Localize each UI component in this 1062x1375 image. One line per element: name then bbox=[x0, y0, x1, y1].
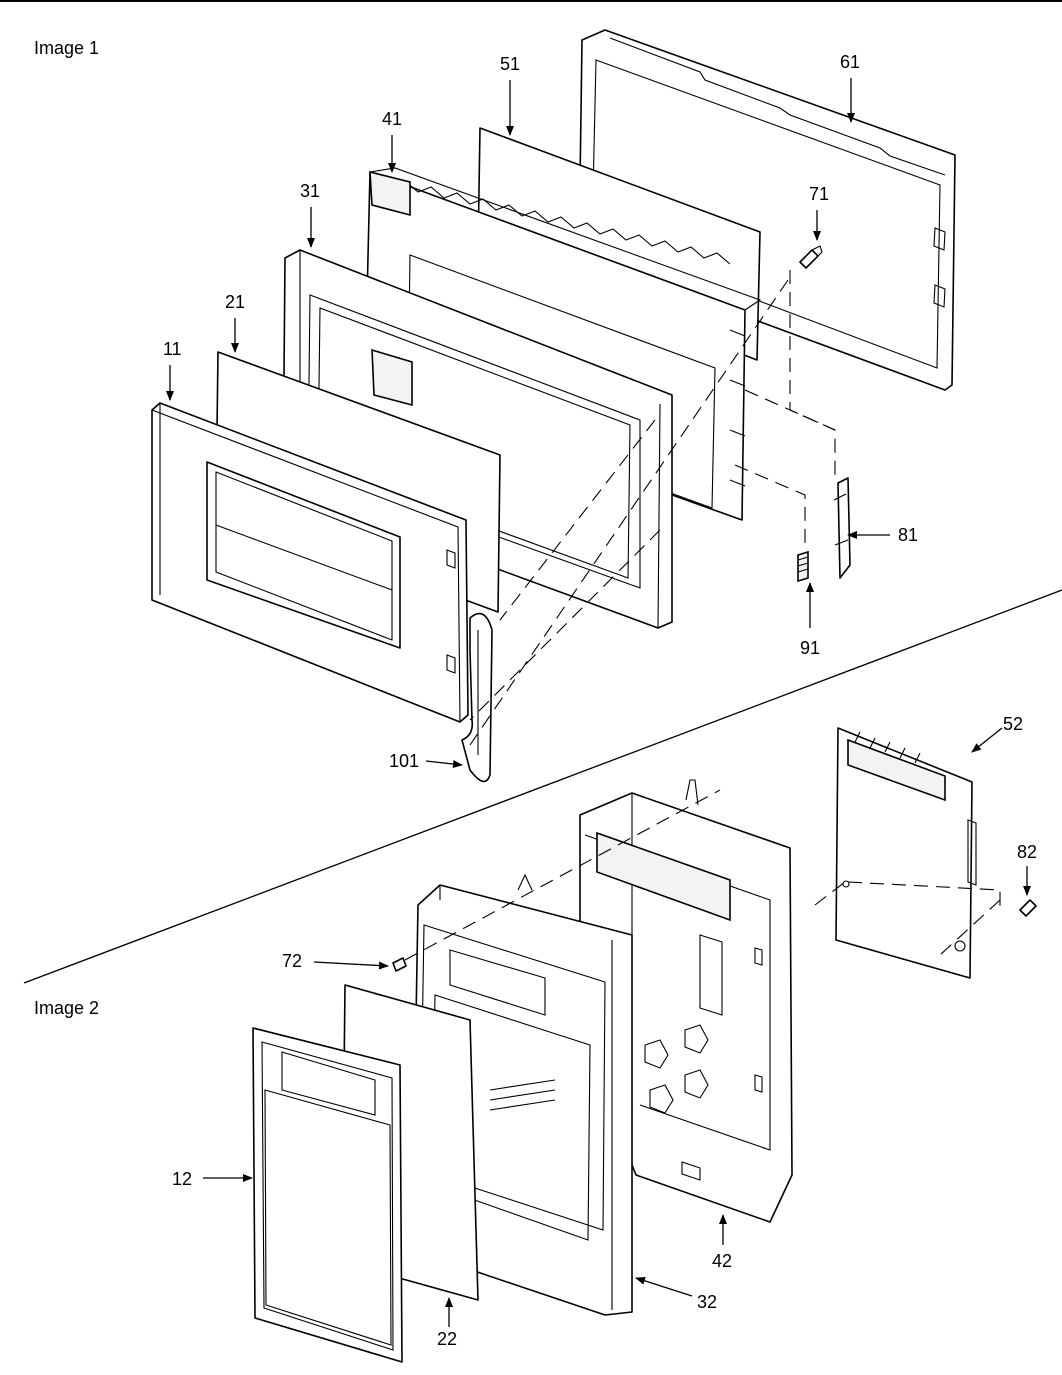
label-41: 41 bbox=[382, 109, 402, 129]
callouts: 11 21 31 41 51 61 71 81 91 101 52 82 72 … bbox=[163, 52, 1037, 1349]
image1-label: Image 1 bbox=[34, 38, 99, 58]
label-42: 42 bbox=[712, 1251, 732, 1271]
label-52: 52 bbox=[1003, 714, 1023, 734]
label-72: 72 bbox=[282, 951, 302, 971]
part-72-screw bbox=[392, 957, 407, 972]
part-12-escutcheon bbox=[252, 1027, 403, 1363]
label-82: 82 bbox=[1017, 842, 1037, 862]
label-71: 71 bbox=[809, 184, 829, 204]
label-61: 61 bbox=[840, 52, 860, 72]
part-101-handle bbox=[461, 612, 493, 783]
assembly-lines-2 bbox=[404, 789, 1001, 961]
part-82-screw bbox=[1019, 899, 1037, 917]
label-21: 21 bbox=[225, 292, 245, 312]
label-91: 91 bbox=[800, 638, 820, 658]
part-11-outer-door bbox=[151, 402, 469, 723]
part-91-spring bbox=[797, 550, 809, 583]
label-31: 31 bbox=[300, 181, 320, 201]
part-52-control-board bbox=[835, 727, 977, 979]
assembly-lines-1 bbox=[469, 270, 836, 746]
label-32: 32 bbox=[697, 1292, 717, 1312]
section-divider bbox=[23, 589, 1062, 984]
part-71-screw bbox=[799, 245, 823, 269]
label-22: 22 bbox=[437, 1329, 457, 1349]
label-51: 51 bbox=[500, 54, 520, 74]
image2-label: Image 2 bbox=[34, 998, 99, 1018]
part-81-latch bbox=[833, 477, 851, 579]
label-101: 101 bbox=[389, 751, 419, 771]
label-11: 11 bbox=[163, 339, 182, 359]
label-81: 81 bbox=[898, 525, 918, 545]
label-12: 12 bbox=[172, 1169, 192, 1189]
part-42-bracket bbox=[579, 779, 793, 1223]
